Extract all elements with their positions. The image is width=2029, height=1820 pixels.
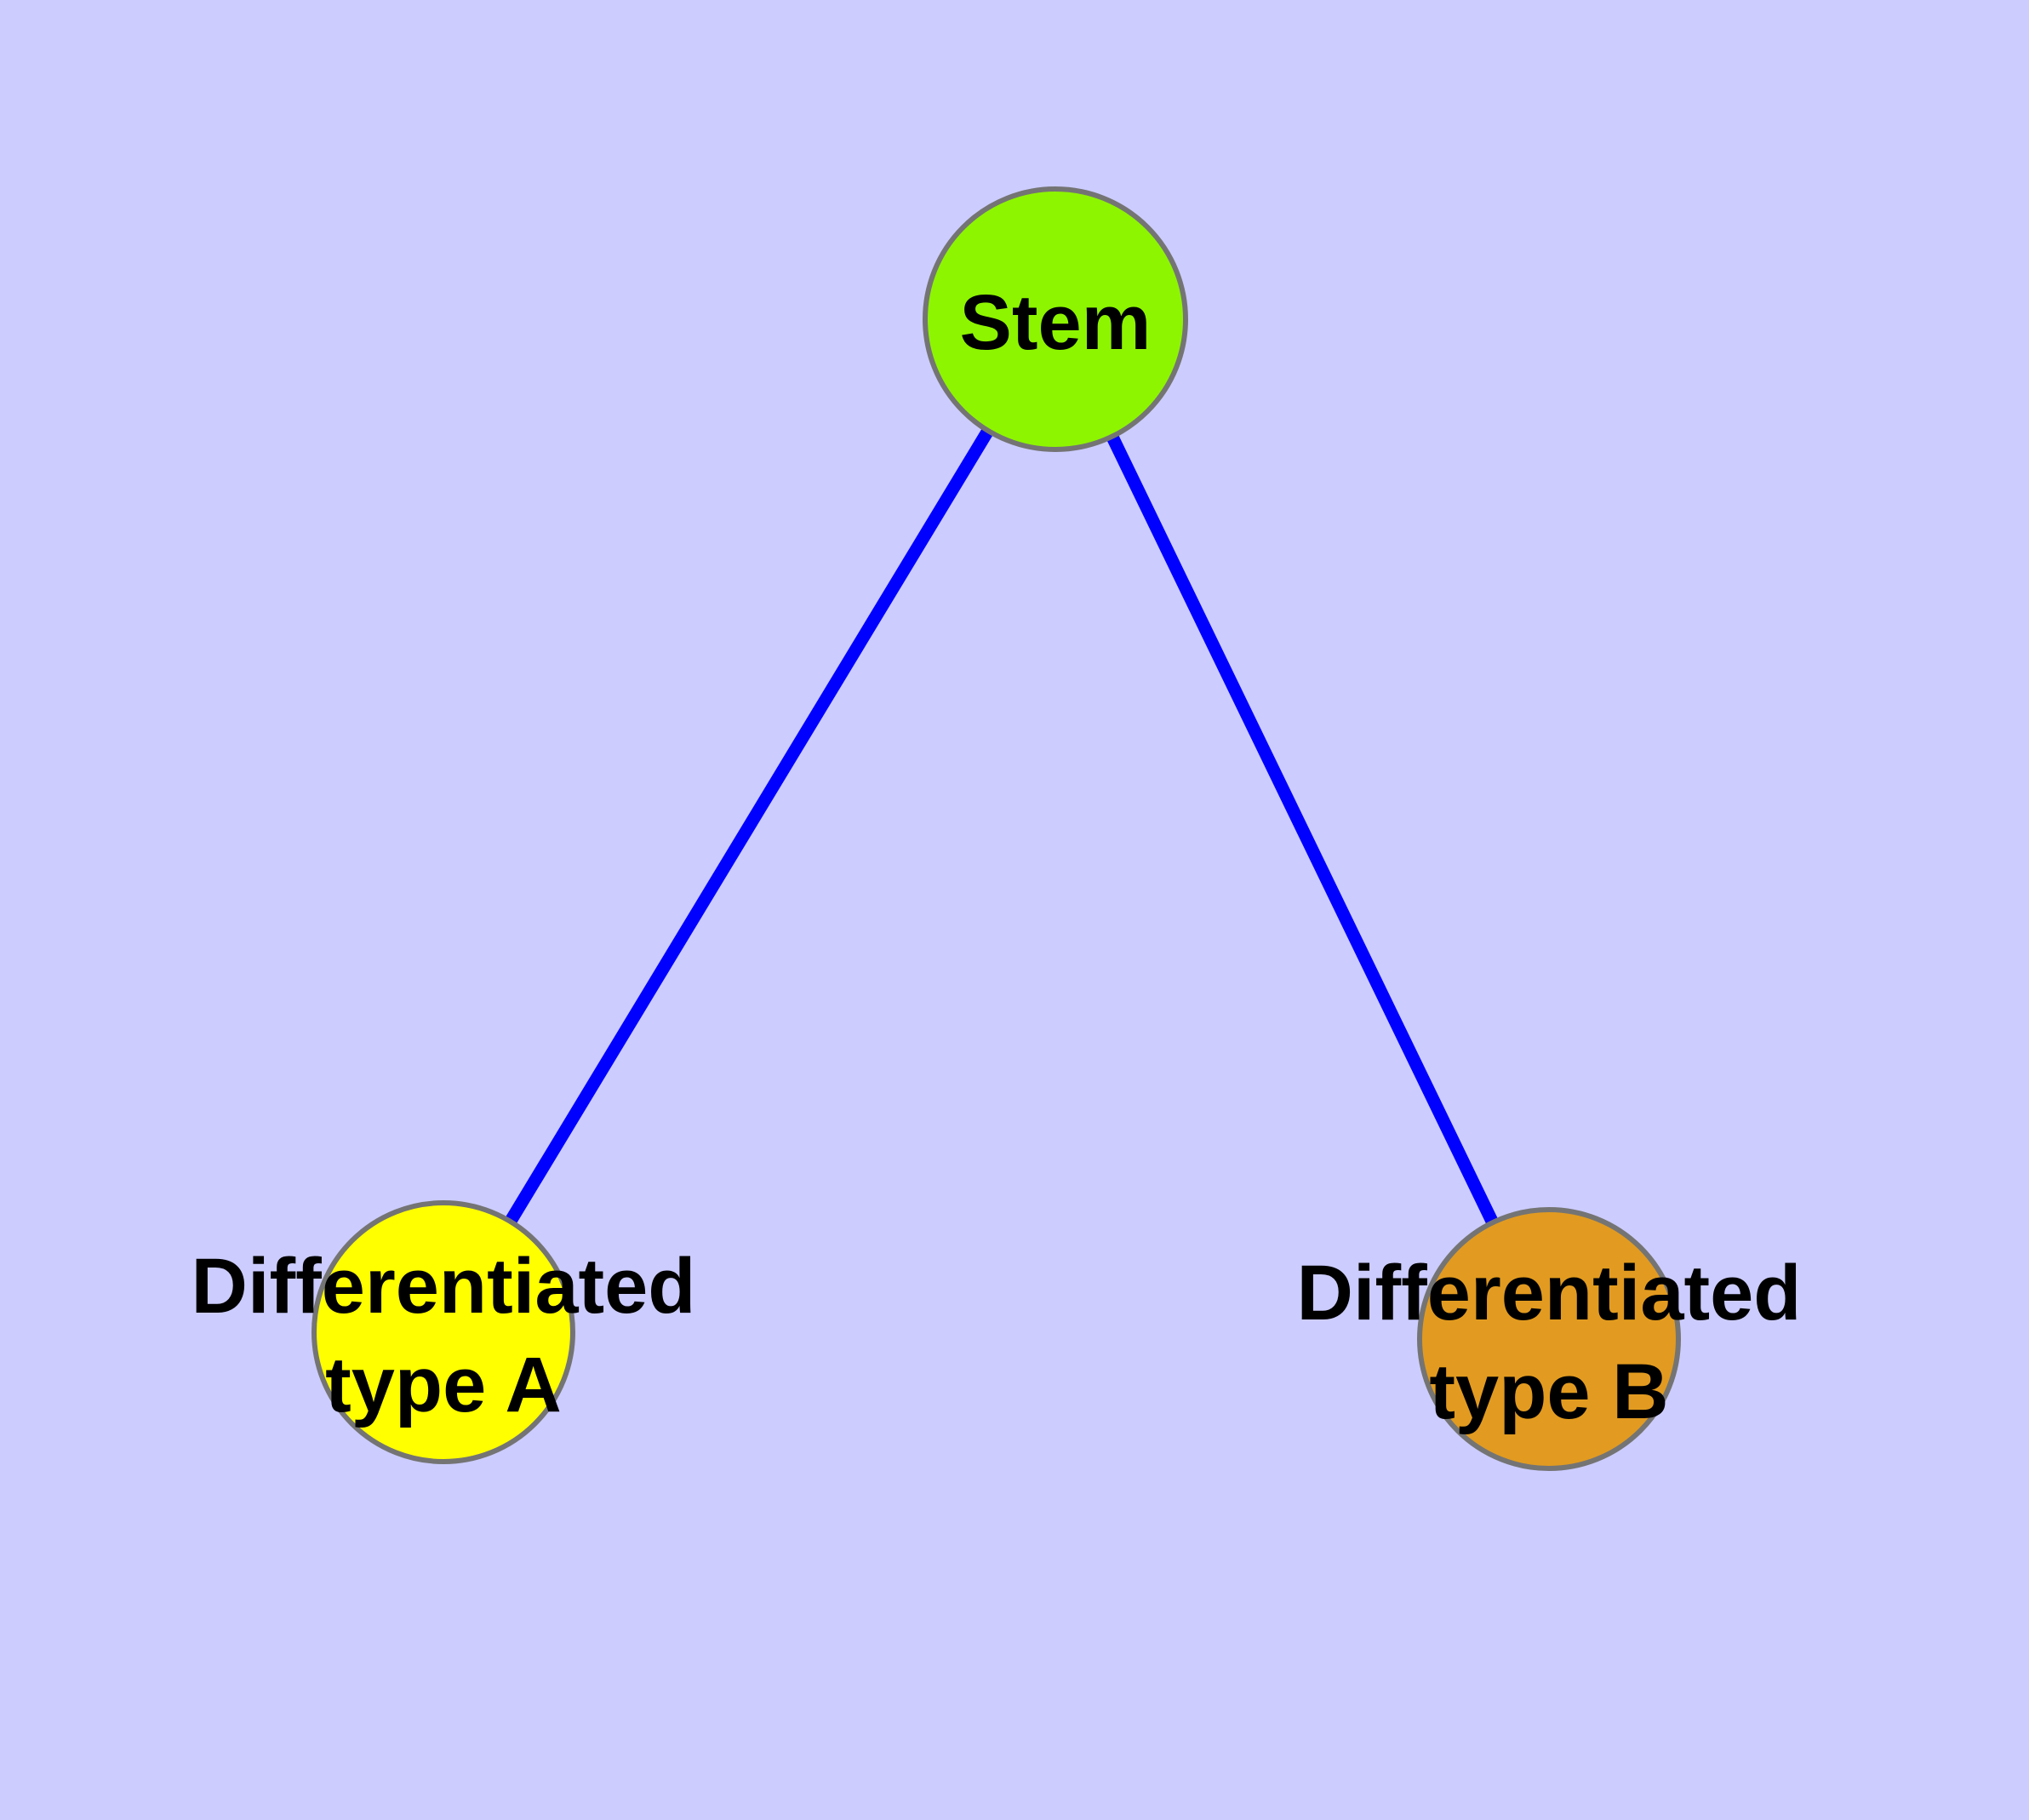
node-circle-differentiated-type-b (1417, 1207, 1681, 1471)
node-label-differentiated-type-b: Differentiated type B (1297, 1250, 1802, 1435)
node-label-differentiated-type-a: Differentiated type A (191, 1243, 696, 1428)
node-stem: Stem (923, 186, 1188, 452)
node-label-stem: Stem (960, 279, 1152, 366)
edge-stem-to-differentiated-type-b (1106, 433, 1499, 1226)
node-circle-differentiated-type-a (311, 1200, 575, 1464)
node-label-line: Differentiated (191, 1243, 696, 1330)
node-label-line: type B (1429, 1348, 1668, 1435)
node-differentiated-type-b: Differentiated type B (1297, 1207, 1802, 1471)
node-label-line: Stem (960, 279, 1152, 366)
node-differentiated-type-a: Differentiated type A (191, 1200, 696, 1464)
edges-layer (505, 427, 1499, 1226)
edge-stem-to-differentiated-type-a (505, 427, 994, 1225)
node-circle-stem (923, 186, 1188, 452)
node-label-line: type A (325, 1342, 562, 1428)
node-label-line: Differentiated (1297, 1250, 1802, 1336)
